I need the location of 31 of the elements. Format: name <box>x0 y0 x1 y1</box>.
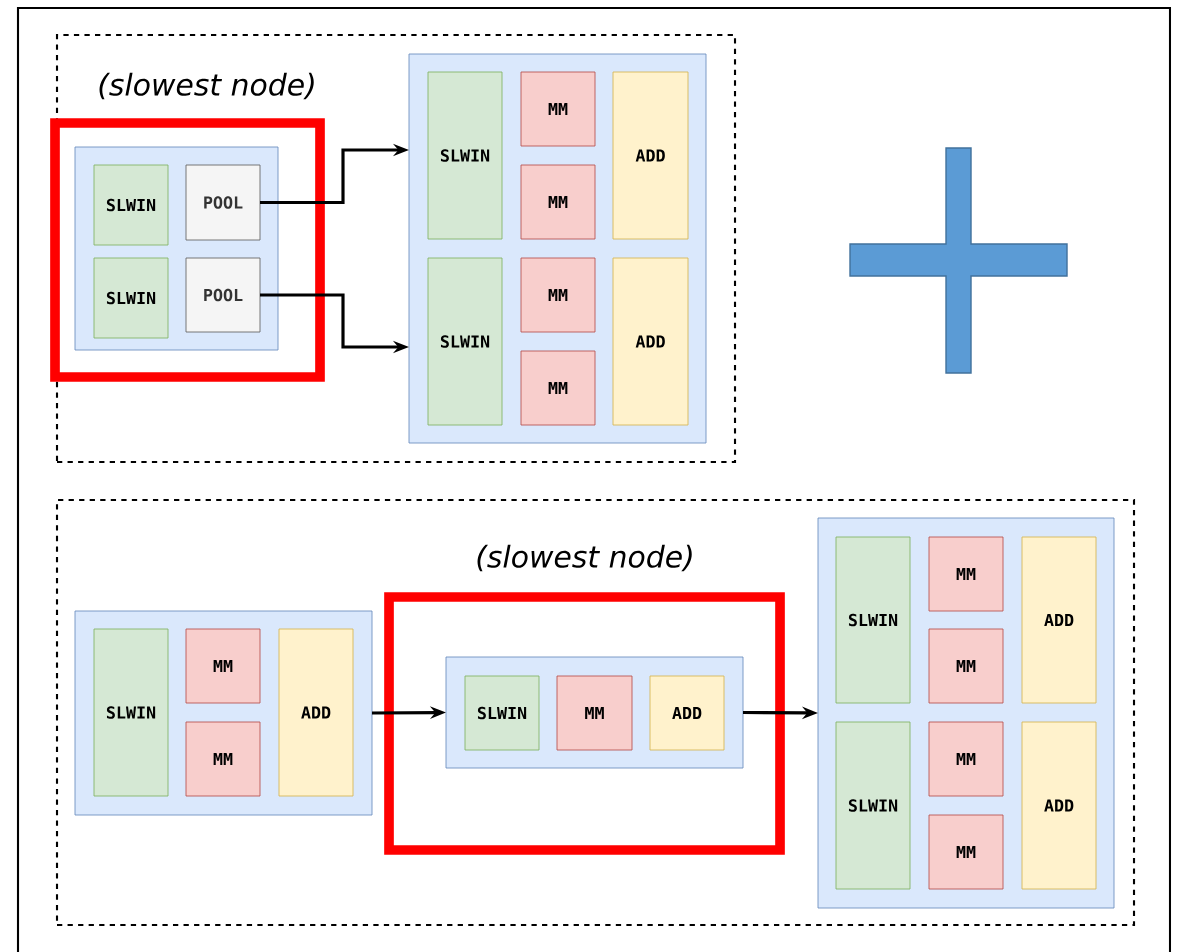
op-box: MM <box>520 350 596 426</box>
op-box: SLWIN <box>427 257 503 426</box>
op-box: ADD <box>649 675 725 751</box>
op-box: SLWIN <box>93 628 169 797</box>
op-box: MM <box>520 257 596 333</box>
op-box: MM <box>928 536 1004 612</box>
op-box: SLWIN <box>427 71 503 240</box>
dashed-group-box <box>55 498 1136 927</box>
op-box: SLWIN <box>93 164 169 246</box>
op-box: MM <box>520 164 596 240</box>
op-box: MM <box>185 721 261 797</box>
heading: (slowest node) <box>99 72 314 100</box>
op-box: ADD <box>278 628 354 797</box>
heading: (slowest node) <box>477 544 692 572</box>
op-box: SLWIN <box>464 675 540 751</box>
op-box: MM <box>928 814 1004 890</box>
op-box: MM <box>928 628 1004 704</box>
op-box: ADD <box>612 257 689 426</box>
op-box: MM <box>556 675 633 751</box>
op-box: ADD <box>1021 721 1097 890</box>
op-box: POOL <box>185 164 261 241</box>
op-box: ADD <box>1021 536 1097 704</box>
op-box: MM <box>520 71 596 147</box>
op-box: MM <box>185 628 261 704</box>
op-box: POOL <box>185 257 261 333</box>
op-box: ADD <box>612 71 689 240</box>
op-box: SLWIN <box>93 257 169 339</box>
plus-sign <box>849 147 1068 374</box>
op-box: SLWIN <box>835 536 911 704</box>
op-box: SLWIN <box>835 721 911 890</box>
op-box: MM <box>928 721 1004 797</box>
